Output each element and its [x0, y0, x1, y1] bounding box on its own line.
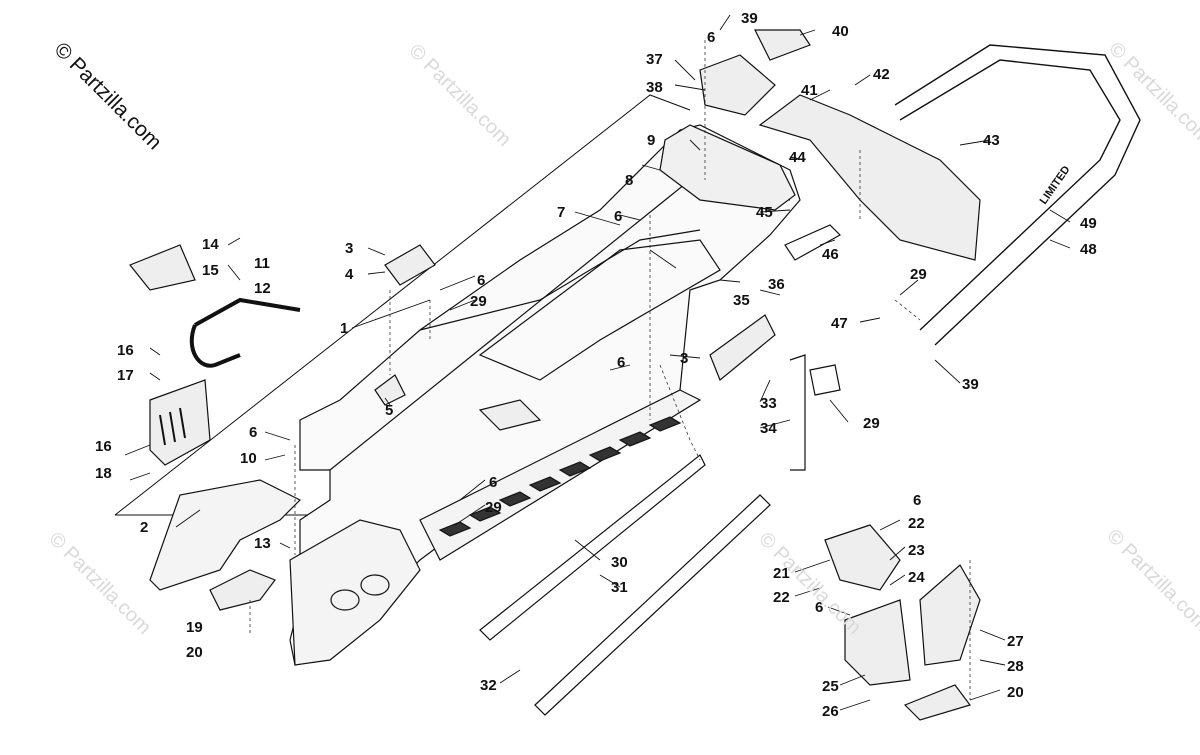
- callout-17: 17: [117, 367, 134, 384]
- callout-29: 29: [470, 293, 487, 310]
- callout-31: 31: [611, 579, 628, 596]
- callout-25: 25: [822, 678, 839, 695]
- callout-21: 21: [773, 565, 790, 582]
- plate-20: [903, 684, 971, 721]
- callout-30: 30: [611, 554, 628, 571]
- callout-29: 29: [863, 415, 880, 432]
- callout-22: 22: [773, 589, 790, 606]
- panel-hole-1: [330, 589, 360, 611]
- tunnel-channel: [478, 239, 721, 381]
- callout-49: 49: [1080, 215, 1097, 232]
- callout-22: 22: [908, 515, 925, 532]
- bumper-decal: LIMITED: [1038, 164, 1073, 207]
- callout-43: 43: [983, 132, 1000, 149]
- callout-15: 15: [202, 262, 219, 279]
- callout-4: 4: [345, 266, 354, 283]
- callout-40: 40: [832, 23, 849, 40]
- callout-16: 16: [117, 342, 134, 359]
- heat-exchanger: [149, 379, 211, 466]
- vent-27: [919, 564, 981, 666]
- handle: [189, 297, 301, 368]
- callout-6: 6: [707, 29, 715, 46]
- callout-20: 20: [186, 644, 203, 661]
- callout-16: 16: [95, 438, 112, 455]
- callout-12: 12: [254, 280, 271, 297]
- callout-6: 6: [489, 474, 497, 491]
- callout-23: 23: [908, 542, 925, 559]
- callout-labels: 1 2 3 3 4 5 6 6 6 6 6 6 6 6 7 8 9 10 11 …: [95, 10, 1097, 720]
- callout-6: 6: [614, 208, 622, 225]
- strip-34: [789, 354, 806, 471]
- callout-5: 5: [385, 402, 393, 419]
- callout-34: 34: [760, 420, 777, 437]
- callout-48: 48: [1080, 241, 1097, 258]
- callout-38: 38: [646, 79, 663, 96]
- rail-cutouts: [438, 416, 682, 537]
- bumper-flap: [758, 94, 981, 261]
- pad: [129, 244, 196, 291]
- bracket-5: [374, 374, 406, 406]
- callout-6: 6: [913, 492, 921, 509]
- flap-29: [809, 364, 841, 396]
- callout-42: 42: [873, 66, 890, 83]
- callout-26: 26: [822, 703, 839, 720]
- callout-20: 20: [1007, 684, 1024, 701]
- strip-33: [709, 314, 776, 381]
- callout-47: 47: [831, 315, 848, 332]
- callout-10: 10: [240, 450, 257, 467]
- callout-37: 37: [646, 51, 663, 68]
- strip-46: [784, 224, 841, 261]
- callout-1: 1: [340, 320, 348, 337]
- callout-39: 39: [741, 10, 758, 27]
- bracket-left: [149, 479, 302, 591]
- callout-27: 27: [1007, 633, 1024, 650]
- callout-28: 28: [1007, 658, 1024, 675]
- callout-6: 6: [249, 424, 257, 441]
- callout-29: 29: [910, 266, 927, 283]
- callout-24: 24: [908, 569, 925, 586]
- leader-lines: [249, 40, 971, 700]
- bracket-4: [384, 244, 436, 286]
- rail-30: [479, 454, 706, 641]
- callout-19: 19: [186, 619, 203, 636]
- callout-46: 46: [822, 246, 839, 263]
- callout-36: 36: [768, 276, 785, 293]
- rail-31: [534, 494, 771, 716]
- callout-41: 41: [801, 82, 818, 99]
- panel-24: [844, 599, 911, 686]
- bracket-40: [754, 29, 811, 61]
- callout-29: 29: [485, 499, 502, 516]
- callout-6: 6: [617, 354, 625, 371]
- callout-11: 11: [254, 255, 270, 272]
- callout-18: 18: [95, 465, 112, 482]
- callout-6: 6: [477, 272, 485, 289]
- callout-33: 33: [760, 395, 777, 412]
- callout-32: 32: [480, 677, 497, 694]
- callout-lines: [124, 14, 1071, 711]
- callout-13: 13: [254, 535, 271, 552]
- callout-9: 9: [647, 132, 655, 149]
- bracket-38: [699, 54, 776, 116]
- panel-hole-2: [360, 574, 390, 596]
- bracket-21: [824, 524, 901, 591]
- cover-plate: [209, 569, 276, 611]
- bumper-bar: [894, 44, 1141, 346]
- callout-45: 45: [756, 204, 773, 221]
- shield-plate: [478, 399, 542, 431]
- callout-3: 3: [680, 350, 688, 367]
- callout-35: 35: [733, 292, 750, 309]
- callout-44: 44: [789, 149, 806, 166]
- callout-7: 7: [557, 204, 565, 221]
- callout-6: 6: [815, 599, 823, 616]
- callout-2: 2: [140, 519, 148, 536]
- callout-8: 8: [625, 172, 633, 189]
- tunnel-ridge: [419, 229, 701, 331]
- callout-14: 14: [202, 236, 219, 253]
- callout-39: 39: [962, 376, 979, 393]
- callout-3: 3: [345, 240, 353, 257]
